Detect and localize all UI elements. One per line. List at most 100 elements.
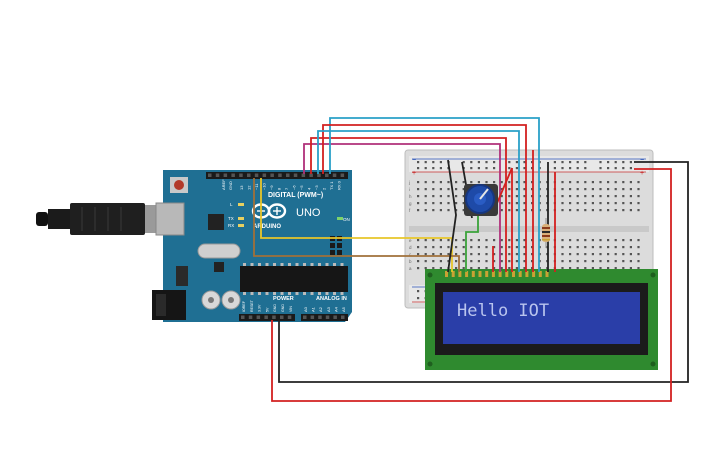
wire-brown[interactable] xyxy=(253,178,460,272)
digital-pin-label: 2 xyxy=(322,187,327,190)
resistor[interactable] xyxy=(542,218,550,248)
lcd-screen xyxy=(443,292,640,344)
digital-pin-label: 4 xyxy=(307,187,312,190)
bottom-header-holes xyxy=(241,315,345,319)
power-pin-label: 5V xyxy=(265,307,269,312)
wire-gnd-loop[interactable] xyxy=(278,161,689,383)
board-model-label: UNO xyxy=(296,207,321,219)
usb-cable-end xyxy=(36,212,48,226)
led-rx-label: RX xyxy=(228,223,234,228)
digital-pin-label: ~10 xyxy=(262,182,267,190)
digital-header[interactable] xyxy=(206,172,348,179)
row-letter-d: d xyxy=(409,245,412,250)
power-pin-label: VIN xyxy=(289,306,293,312)
power-pin-label: IOREF xyxy=(242,300,246,312)
potentiometer[interactable] xyxy=(464,184,498,216)
rail-minus-label-top-right: − xyxy=(640,157,644,164)
digital-pin-label: 7 xyxy=(284,187,289,190)
analog-pin-label: A4 xyxy=(333,306,338,312)
power-label: POWER xyxy=(273,296,294,302)
digital-pin-label: 12 xyxy=(247,185,252,190)
digital-pin-label: ~11 xyxy=(254,183,259,190)
lcd-text: Hello IOT xyxy=(457,301,549,321)
row-letter-h: h xyxy=(409,194,412,199)
power-pin-label: 3.3V xyxy=(258,304,262,312)
digital-pin-label: ~9 xyxy=(269,185,274,190)
digital-pin-label: ~6 xyxy=(292,185,297,190)
atmega-chip xyxy=(240,266,348,292)
resistor-band-3 xyxy=(542,235,550,237)
row-letter-i: i xyxy=(409,187,410,192)
breadboard-groove xyxy=(409,226,649,232)
row-letter-a: a xyxy=(409,266,412,271)
row-letter-g: g xyxy=(409,201,412,206)
analog-pin-label: A0 xyxy=(303,306,308,312)
row-letter-c: c xyxy=(409,252,412,257)
usb-cable-strain xyxy=(48,209,70,229)
usb-b-port xyxy=(155,202,185,236)
digital-pin-label: TX 1 xyxy=(329,181,334,190)
breadboard-rail-top xyxy=(409,156,649,172)
analog-pin-label: A3 xyxy=(326,306,331,312)
rail-plus-label-top: + xyxy=(412,170,416,177)
digital-pin-label: ~3 xyxy=(314,185,319,190)
analog-label: ANALOG IN xyxy=(316,296,347,302)
wire-green-contrast[interactable] xyxy=(465,216,479,272)
digital-label: DIGITAL (PWM~) xyxy=(268,192,323,199)
led-on xyxy=(337,217,343,220)
wire-red-d5[interactable] xyxy=(310,137,507,272)
digital-pin-label: RX 0 xyxy=(337,180,342,190)
led-tx xyxy=(238,217,244,220)
resistor-band-2 xyxy=(542,231,550,233)
led-l xyxy=(238,203,244,206)
usb-cable xyxy=(36,203,169,235)
resistor-band-4 xyxy=(542,239,550,241)
analog-pin-label: A2 xyxy=(318,306,323,312)
resistor-band-1 xyxy=(542,227,550,229)
power-pin-label: GND xyxy=(281,304,285,312)
lcd-header-pins xyxy=(445,271,549,277)
wire-yellow[interactable] xyxy=(260,178,453,272)
wire-black-jumper-1[interactable] xyxy=(447,159,457,273)
wire-magenta[interactable] xyxy=(303,143,501,272)
aref-label: AREF xyxy=(221,179,226,190)
usb-chip xyxy=(208,214,224,230)
led-rx xyxy=(238,224,244,227)
analog-pin-label: A5 xyxy=(341,306,346,312)
power-pin-label: GND xyxy=(273,304,277,312)
crystal-oscillator xyxy=(197,243,241,259)
row-letter-j: j xyxy=(408,180,410,185)
voltage-regulator xyxy=(176,266,188,286)
wires xyxy=(253,117,689,402)
digital-pin-label: ~5 xyxy=(299,185,304,190)
led-l-label: L xyxy=(230,202,233,207)
led-tx-label: TX xyxy=(228,216,234,221)
power-pin-label: RESET xyxy=(250,299,254,312)
analog-header[interactable] xyxy=(301,314,348,321)
atmega-chip-pins xyxy=(243,263,344,295)
wire-blue-d4[interactable] xyxy=(317,130,520,272)
wire-blue-top[interactable] xyxy=(329,117,540,272)
lcd-16x2[interactable]: Hello IOT xyxy=(425,269,658,370)
analog-pin-label: A1 xyxy=(311,306,316,312)
wire-5v-loop[interactable] xyxy=(271,168,672,402)
row-letter-f: f xyxy=(409,208,411,213)
digital-header-holes xyxy=(208,173,345,177)
reset-button-cap[interactable] xyxy=(174,180,184,190)
led-on-label: ON xyxy=(343,217,350,222)
pot-indicator xyxy=(479,188,489,200)
wire-red-d3[interactable] xyxy=(322,124,527,272)
rail-minus-label-top: − xyxy=(412,157,416,164)
digital-pin-label: 8 xyxy=(277,187,282,190)
rail-plus-label-top-right: + xyxy=(640,170,644,177)
row-letter-e: e xyxy=(409,238,412,243)
gnd-label: GND xyxy=(228,181,233,190)
digital-pin-label: 13 xyxy=(239,185,244,190)
brand-label: ARDUINO xyxy=(253,224,281,230)
